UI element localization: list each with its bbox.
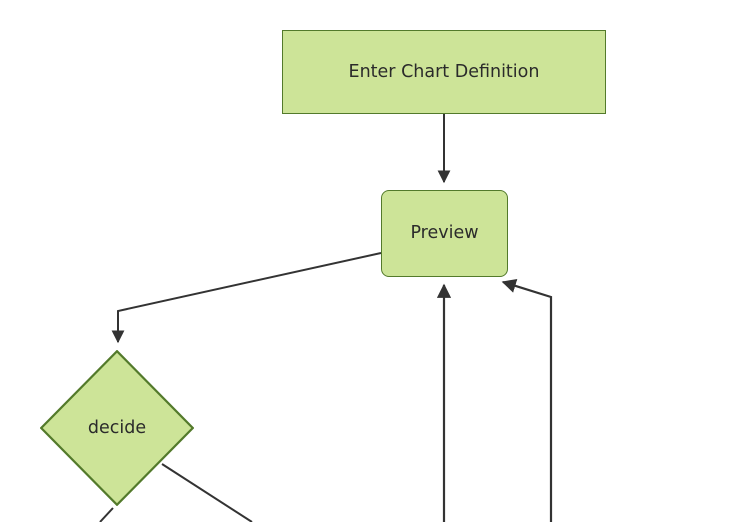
edge-preview-decide [111, 252, 382, 344]
node-decide-label: decide [87, 418, 147, 438]
node-preview[interactable]: Preview [381, 190, 508, 277]
edge-decide-right [161, 463, 253, 522]
node-decide[interactable]: decide [40, 350, 194, 506]
edge-return-right [501, 279, 553, 522]
node-enter-chart-definition-label: Enter Chart Definition [348, 61, 540, 82]
edge-decide-left [99, 507, 114, 522]
diamond-shape [40, 350, 194, 506]
node-enter-chart-definition[interactable]: Enter Chart Definition [282, 30, 606, 114]
node-preview-label: Preview [410, 223, 479, 243]
